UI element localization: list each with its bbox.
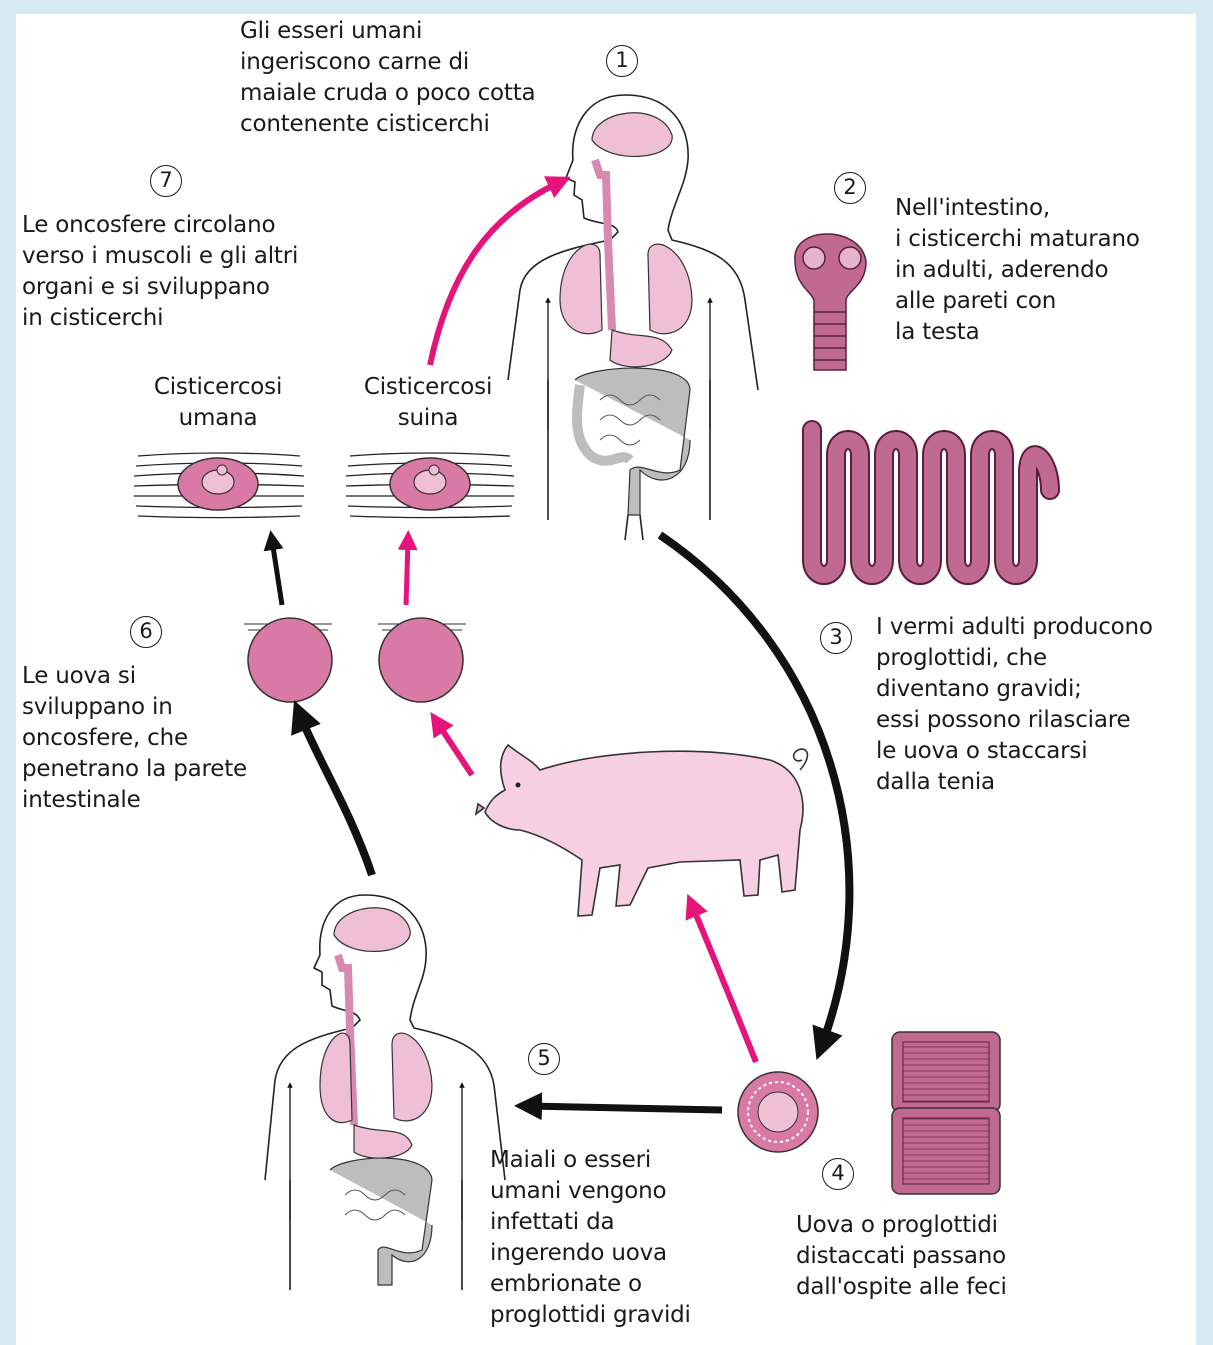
step-1-text: Gli esseri umani ingeriscono carne di ma… — [240, 16, 580, 140]
embryonated-egg — [738, 1072, 818, 1152]
step-2-number: 2 — [834, 172, 866, 204]
arrow-eggs-to-human — [528, 1106, 722, 1110]
label-pig-cysticercosis: Cisticercosi suina — [338, 372, 518, 434]
step-6-text: Le uova si sviluppano in oncosfere, che … — [22, 661, 282, 816]
step-7-text: Le oncosfere circolano verso i muscoli e… — [22, 210, 342, 334]
step-3-text: I vermi adulti producono proglottidi, ch… — [876, 612, 1196, 798]
human-bottom-organs — [320, 908, 432, 1285]
step-7-number: 7 — [150, 165, 182, 197]
arrow-eggs-to-pig — [692, 905, 756, 1062]
step-6-number: 6 — [130, 616, 162, 648]
gravid-proglottids — [892, 1032, 1000, 1194]
step-5-number: 5 — [528, 1043, 560, 1075]
human-top-organs — [560, 113, 692, 515]
label-human-cysticercosis: Cisticercosi umana — [128, 372, 308, 434]
cysticercus-pig-muscle — [346, 453, 514, 518]
human-bottom-figure — [265, 895, 505, 1290]
arrow-human-to-oncosphere — [300, 715, 372, 875]
step-4-text: Uova o proglottidi distaccati passano da… — [796, 1210, 1056, 1303]
oncosphere-pig — [378, 618, 466, 702]
cysticercus-human-muscle — [134, 453, 304, 518]
tapeworm-scolex — [795, 234, 866, 370]
step-3-number: 3 — [820, 622, 852, 654]
arrow-pork-to-human — [430, 182, 560, 365]
arrow-oncosphere-to-pig-cyst — [406, 540, 408, 605]
arrow-pig-to-oncosphere — [437, 722, 472, 775]
pig-illustration — [476, 745, 807, 916]
step-1-number: 1 — [606, 45, 638, 77]
step-5-text: Maiali o esseri umani vengono infettati … — [490, 1145, 740, 1331]
step-2-text: Nell'intestino, i cisticerchi maturano i… — [895, 193, 1185, 348]
tapeworm-strobila — [812, 430, 1050, 575]
arrow-oncosphere-to-human-cyst — [272, 540, 282, 605]
step-4-number: 4 — [822, 1158, 854, 1190]
